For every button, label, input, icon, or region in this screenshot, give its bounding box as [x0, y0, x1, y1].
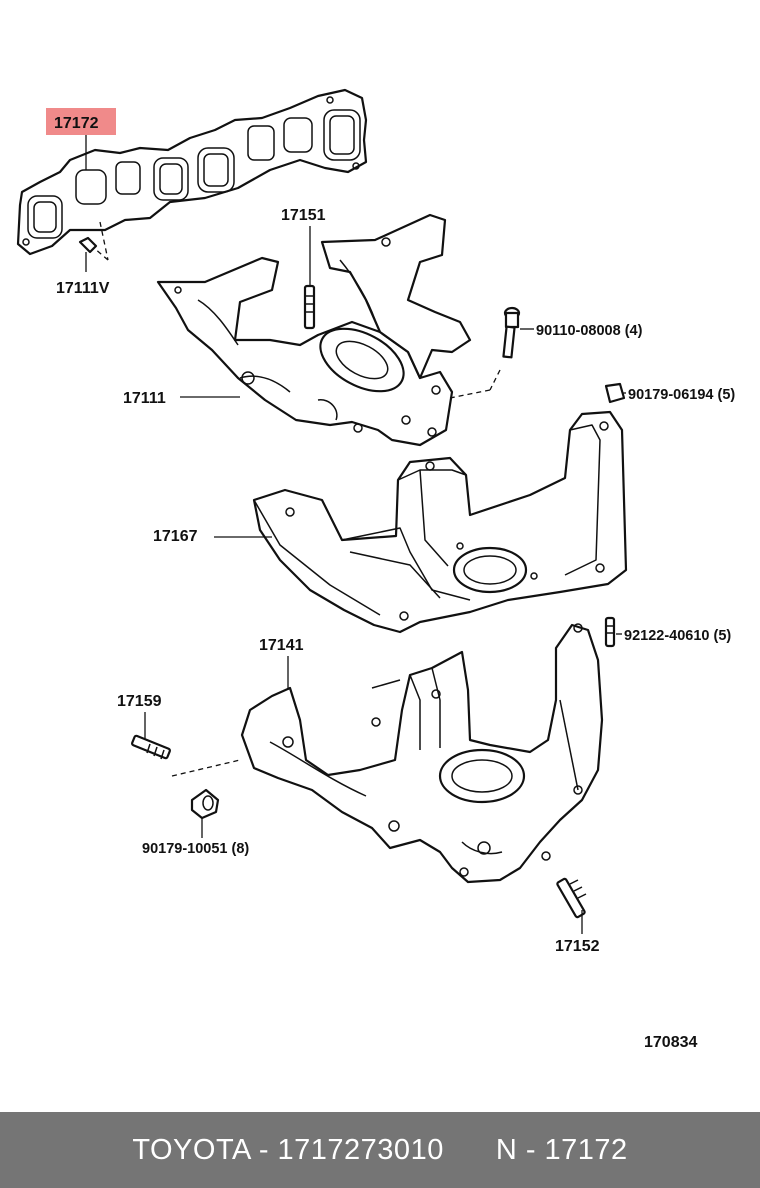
nut-90179-10051 — [190, 788, 220, 838]
heat-insulator-17167 — [252, 410, 628, 634]
label-heat-insulator: 17167 — [153, 528, 198, 545]
stud-17159 — [131, 712, 241, 777]
label-nut-lower: 90179-10051 (8) — [142, 841, 249, 857]
label-stud-upper: 17151 — [281, 207, 326, 224]
stud-92122-40610 — [604, 616, 622, 648]
label-stud-bottom: 17152 — [555, 938, 600, 955]
stud-17152 — [556, 877, 587, 934]
exhaust-manifold-17141 — [240, 623, 604, 884]
label-nut-upper: 90179-06194 (5) — [628, 387, 735, 403]
highlight-box — [46, 108, 116, 135]
footer-brand-part: TOYOTA - 1717273010 — [132, 1133, 444, 1166]
label-gasket: 17172 — [54, 115, 99, 132]
gasket-17172 — [16, 88, 368, 256]
nut-90179-06194 — [604, 382, 626, 404]
label-gasket-pin: 17111V — [56, 280, 110, 297]
footer-bar: TOYOTA - 1717273010 N - 17172 — [0, 1112, 760, 1188]
label-exhaust-manifold: 17141 — [259, 637, 304, 654]
stud-17151 — [303, 226, 316, 330]
label-intake-manifold: 17111 — [123, 390, 166, 407]
pin-17111v — [78, 221, 109, 272]
label-stud-right: 92122-40610 (5) — [624, 628, 731, 644]
illustration-number: 170834 — [644, 1034, 697, 1051]
intake-manifold-17111 — [156, 213, 472, 447]
label-bolt: 90110-08008 (4) — [536, 323, 643, 339]
label-stud-left: 17159 — [117, 693, 162, 710]
bolt-90110-08008 — [449, 306, 534, 399]
parts-diagram: 17172 17111V 17151 90110-08008 (4) 90179… — [16, 88, 735, 1051]
footer-ref: N - 17172 — [495, 1133, 628, 1166]
